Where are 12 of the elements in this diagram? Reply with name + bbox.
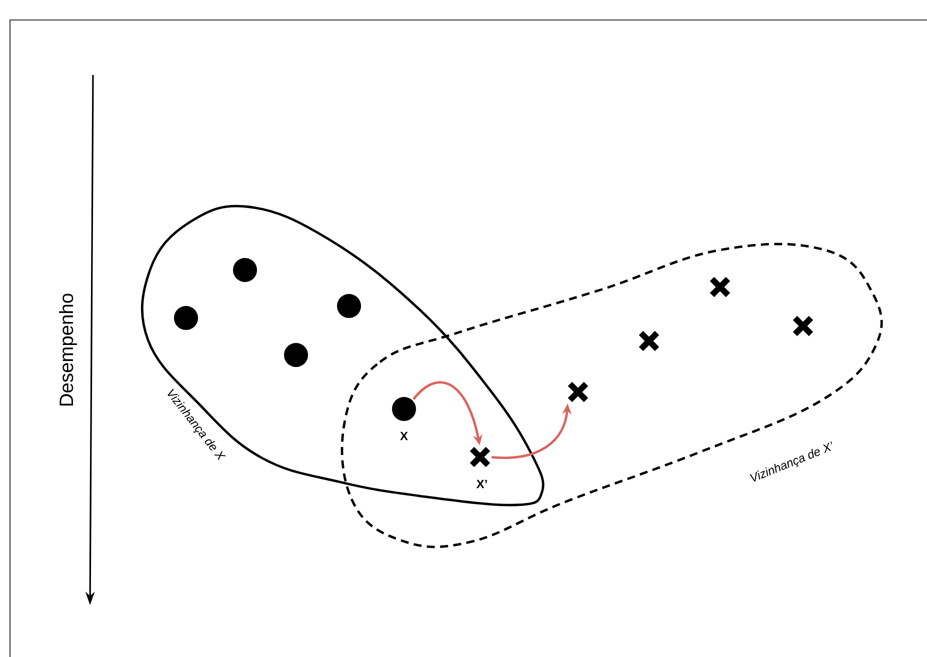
solution-dot	[392, 397, 416, 421]
axis-label: Desempenho	[59, 294, 77, 406]
solution-dot	[284, 343, 308, 367]
cross-mark	[792, 315, 814, 337]
point-label: X’	[476, 480, 487, 488]
cross-mark	[638, 330, 660, 352]
solution-dot	[337, 294, 361, 318]
solution-dot	[174, 306, 198, 330]
cross-mark	[709, 276, 732, 298]
solution-dot	[233, 258, 257, 282]
cross-mark	[469, 446, 491, 468]
cross-mark	[567, 381, 589, 403]
